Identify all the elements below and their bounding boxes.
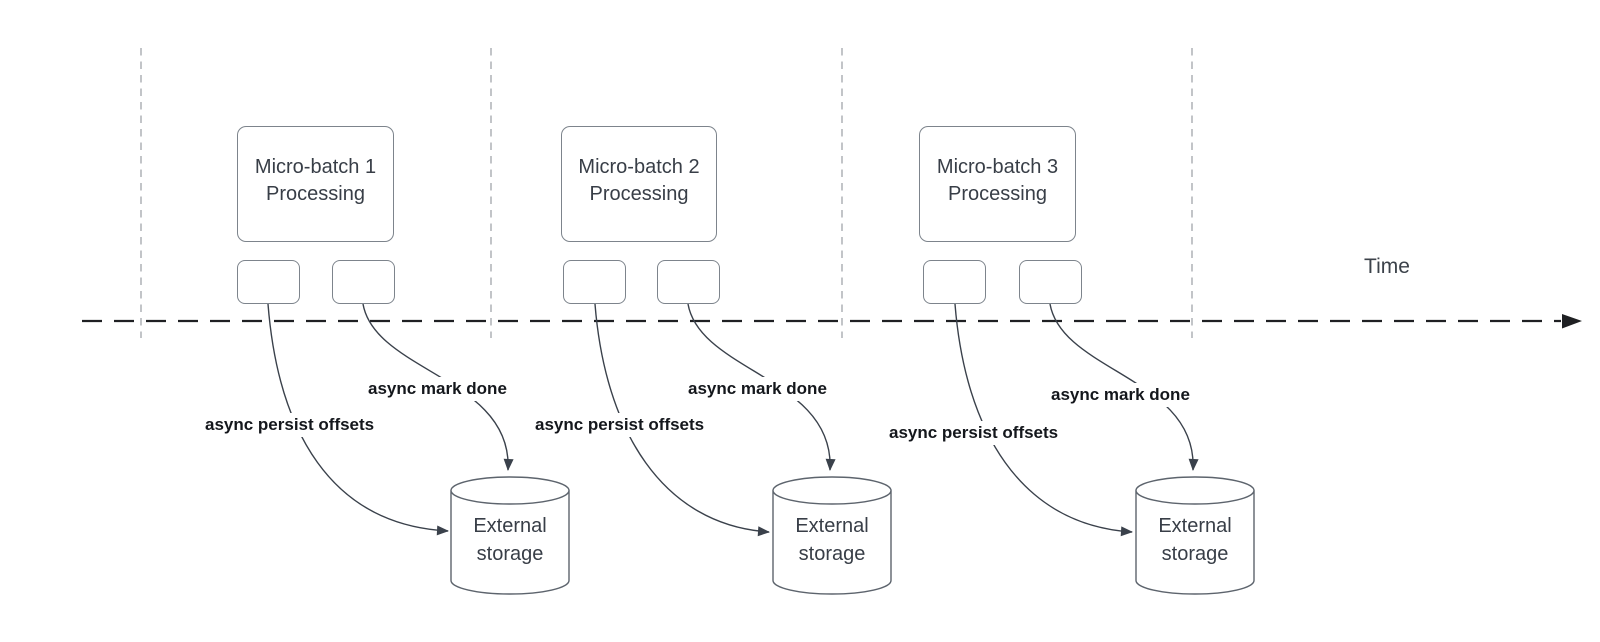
external-storage-cylinder-3	[1135, 476, 1255, 595]
async-mark-done-arrow-3	[1049, 303, 1199, 471]
external-storage-label-1: External storage	[473, 515, 547, 565]
cylinder-top	[772, 476, 892, 505]
external-storage-label-3: External storage	[1158, 515, 1232, 565]
async-mark-done-label-3: async mark done	[1046, 383, 1195, 407]
microbatch-3-offset-task-box	[923, 260, 986, 304]
async-persist-offsets-arrow-1	[267, 303, 449, 536]
async-mark-done-label-1: async mark done	[363, 377, 512, 401]
cylinder-top	[450, 476, 570, 505]
time-axis-arrowhead-icon	[1562, 314, 1582, 329]
microbatch-1-markdone-task-box	[332, 260, 395, 304]
microbatch-3-markdone-task-box	[1019, 260, 1082, 304]
cylinder-body	[1135, 490, 1255, 595]
microbatch-1-offset-task-box	[237, 260, 300, 304]
async-persist-offsets-label-1: async persist offsets	[200, 413, 380, 437]
cylinder-body	[450, 490, 570, 595]
cylinder-body	[772, 490, 892, 595]
external-storage-cylinder-1	[450, 476, 570, 595]
cylinder-top	[1135, 476, 1255, 505]
microbatch-2-markdone-task-box	[657, 260, 720, 304]
microbatch-3-processing-box: Micro-batch 3 Processing	[919, 126, 1076, 242]
external-storage-cylinder-2	[772, 476, 892, 595]
async-persist-offsets-arrow-3	[954, 303, 1133, 537]
async-persist-offsets-label-3: async persist offsets	[884, 421, 1064, 445]
async-persist-offsets-label-2: async persist offsets	[530, 413, 710, 437]
microbatch-2-processing-box: Micro-batch 2 Processing	[561, 126, 717, 242]
microbatch-1-processing-box: Micro-batch 1 Processing	[237, 126, 394, 242]
async-persist-offsets-arrow-2	[594, 303, 770, 537]
external-storage-label-2: External storage	[795, 515, 869, 565]
async-mark-done-label-2: async mark done	[683, 377, 832, 401]
time-axis-label: Time	[1364, 255, 1410, 278]
microbatch-2-offset-task-box	[563, 260, 626, 304]
